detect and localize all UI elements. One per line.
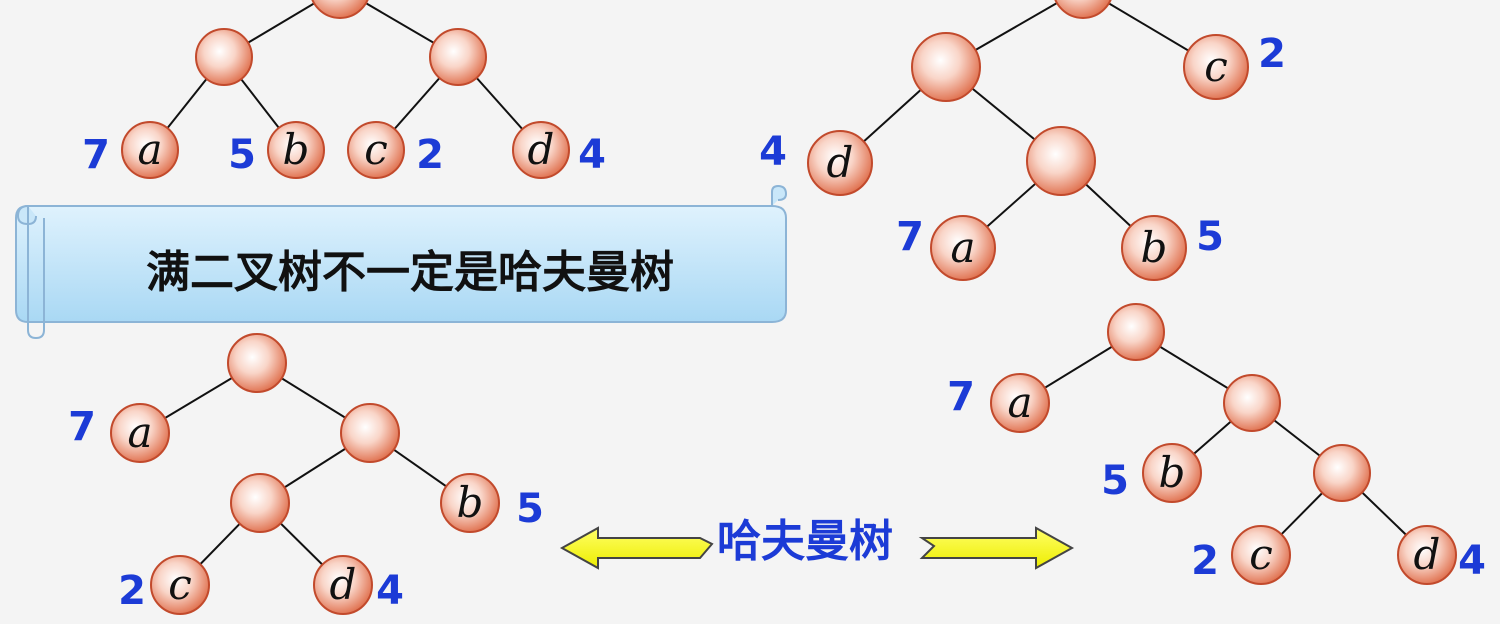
huffman-tree-label: 哈夫曼树 bbox=[717, 516, 893, 567]
leaf-labels: a b c d c d a b a b c d a b c d bbox=[127, 42, 1440, 609]
weight-label: 4 bbox=[759, 129, 787, 175]
weight-labels: 7 5 2 4 2 4 7 5 7 5 2 4 7 5 2 4 bbox=[68, 31, 1486, 614]
leaf-letter: c bbox=[1249, 530, 1273, 579]
weight-label: 2 bbox=[118, 568, 146, 614]
internal-node bbox=[311, 0, 369, 19]
leaf-letter: c bbox=[364, 125, 388, 174]
leaf-node-c bbox=[347, 121, 405, 179]
weight-label: 4 bbox=[578, 132, 606, 178]
internal-node bbox=[1223, 374, 1281, 432]
weight-label: 4 bbox=[376, 568, 404, 614]
leaf-letter: b bbox=[1159, 448, 1186, 497]
internal-node bbox=[1107, 303, 1165, 361]
leaf-letter: a bbox=[127, 408, 152, 457]
leaf-node-a bbox=[930, 215, 996, 281]
weight-label: 4 bbox=[1458, 538, 1486, 584]
leaf-letter: d bbox=[528, 125, 555, 174]
leaf-node-d bbox=[313, 555, 373, 615]
internal-node bbox=[1313, 444, 1371, 502]
internal-node bbox=[1026, 126, 1096, 196]
weight-label: 7 bbox=[947, 374, 975, 420]
leaf-node-d bbox=[512, 121, 570, 179]
leaf-letter: c bbox=[1204, 42, 1228, 91]
tree-nodes bbox=[110, 0, 1457, 615]
weight-label: 7 bbox=[896, 214, 924, 260]
weight-label: 2 bbox=[416, 132, 444, 178]
weight-label: 5 bbox=[1196, 214, 1224, 260]
leaf-letter: c bbox=[168, 560, 192, 609]
leaf-letter: b bbox=[1141, 223, 1168, 272]
weight-label: 7 bbox=[82, 132, 110, 178]
leaf-node-b bbox=[440, 473, 500, 533]
leaf-letter: d bbox=[827, 138, 854, 187]
leaf-letter: d bbox=[1414, 530, 1441, 579]
leaf-letter: d bbox=[330, 560, 357, 609]
leaf-letter: a bbox=[950, 223, 975, 272]
leaf-node-c bbox=[1231, 525, 1291, 585]
leaf-letter: a bbox=[1007, 378, 1032, 427]
weight-label: 5 bbox=[228, 132, 256, 178]
leaf-node-b bbox=[1142, 443, 1202, 503]
leaf-node-c bbox=[150, 555, 210, 615]
right-arrow-icon bbox=[918, 526, 1075, 570]
leaf-node-c bbox=[1183, 34, 1249, 100]
leaf-node-a bbox=[121, 121, 179, 179]
leaf-node-a bbox=[110, 403, 170, 463]
leaf-node-b bbox=[1121, 215, 1187, 281]
leaf-letter: b bbox=[457, 478, 484, 527]
internal-node bbox=[227, 333, 287, 393]
double-arrow bbox=[559, 526, 1075, 570]
weight-label: 5 bbox=[1101, 458, 1129, 504]
leaf-node-d bbox=[807, 130, 873, 196]
leaf-node-b bbox=[267, 121, 325, 179]
internal-node bbox=[1054, 0, 1112, 19]
banner-title: 满二叉树不一定是哈夫曼树 bbox=[146, 247, 674, 298]
weight-label: 7 bbox=[68, 404, 96, 450]
leaf-node-d bbox=[1397, 525, 1457, 585]
internal-node bbox=[195, 28, 253, 86]
leaf-node-a bbox=[990, 373, 1050, 433]
weight-label: 2 bbox=[1258, 31, 1286, 77]
weight-label: 2 bbox=[1191, 538, 1219, 584]
internal-node bbox=[429, 28, 487, 86]
leaf-letter: b bbox=[283, 125, 310, 174]
internal-node bbox=[911, 32, 981, 102]
internal-node bbox=[230, 473, 290, 533]
internal-node bbox=[340, 403, 400, 463]
left-arrow-icon bbox=[559, 526, 714, 570]
weight-label: 5 bbox=[516, 486, 544, 532]
leaf-letter: a bbox=[137, 125, 162, 174]
scroll-banner bbox=[15, 184, 788, 340]
